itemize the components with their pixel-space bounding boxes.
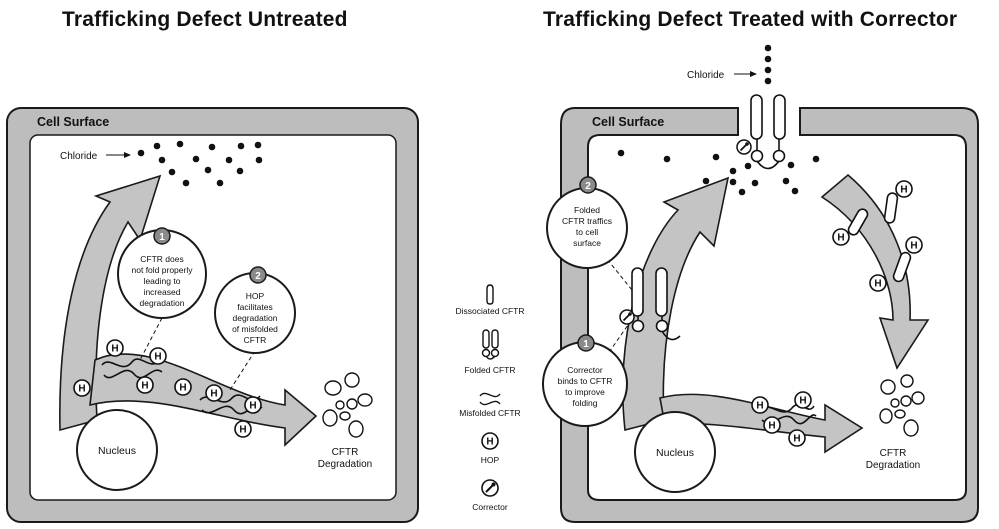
left-trafficking-arrow [59,174,162,432]
svg-text:H: H [111,344,118,355]
svg-text:CFTR: CFTR [244,335,267,345]
hop-icon: H [481,432,499,450]
legend-dissociated-label: Dissociated CFTR [456,306,525,316]
left-nucleus [76,409,158,491]
folded-cftr-icon [481,329,500,360]
svg-text:Corrector: Corrector [567,365,603,375]
svg-text:H: H [768,421,775,432]
right-channel-corrector [736,139,752,155]
svg-text:2: 2 [585,181,591,192]
dissociated-cftr-icon [486,284,494,305]
svg-text:not fold properly: not fold properly [132,265,194,275]
right-nucleus-label: Nucleus [656,447,694,459]
svg-text:H: H [900,185,907,196]
right-degradation-arrow [659,393,864,454]
left-chloride-label: Chloride [60,151,98,162]
right-panel: Cell Surface Chloride [542,44,979,523]
svg-text:H: H [154,352,161,363]
svg-text:binds to CFTR: binds to CFTR [558,376,613,386]
misfolded-cftr-icon [479,392,501,406]
right-endocytosis-arrow [820,173,930,370]
legend: Dissociated CFTR Folded CFTR Misfolded C… [456,284,525,512]
svg-text:H: H [239,425,246,436]
svg-text:H: H [78,384,85,395]
left-degradation-label-1: CFTR [332,447,359,458]
right-dissociated-cftr [847,192,912,283]
svg-text:H: H [756,401,763,412]
svg-text:H: H [793,434,800,445]
left-callout-1-badge [153,227,171,245]
left-callout-1-text: CFTR does not fold properly leading to i… [132,254,194,308]
left-callout-2-badge [249,266,267,284]
svg-text:H: H [141,381,148,392]
right-degradation-fragments [879,374,925,437]
svg-text:H: H [874,279,881,290]
svg-text:HOP: HOP [246,291,265,301]
svg-text:increased: increased [144,287,181,297]
right-degradation-label-2: Degradation [866,460,920,471]
svg-text:1: 1 [583,339,589,350]
svg-text:CFTR traffics: CFTR traffics [562,216,612,226]
svg-text:facilitates: facilitates [237,302,272,312]
title-treated: Trafficking Defect Treated with Correcto… [543,8,958,31]
right-membrane-channel [750,94,786,170]
left-nucleus-label: Nucleus [98,445,136,457]
right-cell-membrane [560,107,979,523]
right-callout-1-text: Corrector binds to CFTR to improve foldi… [558,365,613,408]
right-callout-1-badge [577,334,595,352]
svg-text:of misfolded: of misfolded [232,324,278,334]
svg-text:folding: folding [572,398,597,408]
title-untreated: Trafficking Defect Untreated [62,8,348,31]
right-trafficking-arrow [622,176,730,432]
svg-text:CFTR does: CFTR does [140,254,183,264]
svg-text:H: H [910,241,917,252]
svg-text:Folded: Folded [574,205,600,215]
svg-text:H: H [486,437,493,448]
svg-text:leading to: leading to [144,276,181,286]
left-degradation-label-2: Degradation [318,459,372,470]
right-hop-markers: H H H H H H H H [751,180,923,447]
svg-text:degradation: degradation [233,313,278,323]
right-chloride-label: Chloride [687,70,725,81]
svg-text:H: H [249,401,256,412]
right-transit-corrector [619,309,635,325]
right-callout-2-text: Folded CFTR traffics to cell surface [562,205,612,248]
svg-text:H: H [179,383,186,394]
legend-hop-label: HOP [481,455,500,465]
right-nucleus [634,411,716,493]
svg-text:to improve: to improve [565,387,605,397]
svg-text:degradation: degradation [140,298,185,308]
corrector-icon [481,479,499,497]
svg-text:surface: surface [573,238,601,248]
left-hop-markers: H H H H H H H H [73,339,262,438]
left-chloride-ions [137,140,263,187]
svg-text:to cell: to cell [576,227,598,237]
legend-corrector-label: Corrector [472,502,508,512]
right-chloride-ions-top [764,44,772,85]
left-degradation-fragments [322,372,373,438]
left-cell-surface-label: Cell Surface [37,115,109,129]
legend-folded-label: Folded CFTR [464,365,515,375]
svg-text:H: H [837,233,844,244]
right-cell-surface-label: Cell Surface [592,115,664,129]
svg-text:1: 1 [159,232,165,243]
svg-text:2: 2 [255,271,261,282]
left-panel: Cell Surface Chloride Nucleus H [6,107,419,523]
right-callout-2-badge [579,176,597,194]
right-degradation-label-1: CFTR [880,448,907,459]
left-callout-2-text: HOP facilitates degradation of misfolded… [232,291,278,345]
right-chloride-ions-inside [617,149,820,196]
right-folded-cftr [631,267,681,341]
svg-text:H: H [210,389,217,400]
svg-text:H: H [799,396,806,407]
legend-misfolded-label: Misfolded CFTR [459,408,520,418]
